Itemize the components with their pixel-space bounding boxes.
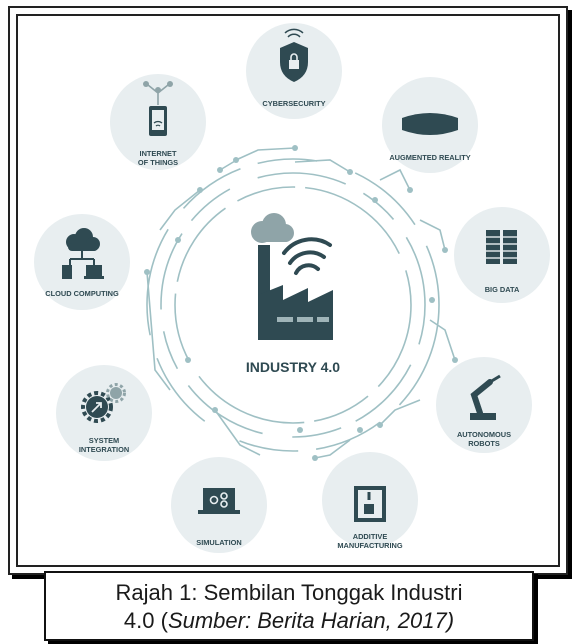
- pillar-label-autonomous-robots-2: ROBOTS: [468, 439, 500, 448]
- smartphone-iot-icon: [143, 81, 173, 136]
- caption-line-2: 4.0 (Sumber: Berita Harian, 2017): [46, 607, 532, 635]
- shield-icon: [280, 28, 308, 82]
- caption-source: Sumber: Berita Harian, 2017): [167, 608, 455, 633]
- factory-icon: [251, 213, 333, 340]
- pillar-label-augmented-reality: AUGMENTED REALITY: [389, 153, 470, 162]
- pillar-label-additive-1: ADDITIVE: [353, 532, 388, 541]
- smoke-cloud-icon: [251, 213, 294, 243]
- server-rack-icon: [486, 230, 517, 264]
- center-label: INDUSTRY 4.0: [246, 359, 340, 375]
- pillar-label-iot-1: INTERNET: [140, 149, 177, 158]
- pillar-label-autonomous-robots-1: AUTONOMOUS: [457, 430, 511, 439]
- vr-headset-icon: [402, 113, 458, 135]
- pillar-label-big-data: BIG DATA: [485, 285, 520, 294]
- figure-caption: Rajah 1: Sembilan Tonggak Industri 4.0 (…: [44, 571, 534, 641]
- circuit-dots: [144, 145, 458, 461]
- 3d-printer-icon: [354, 486, 386, 522]
- pillar-label-system-integration-1: SYSTEM: [89, 436, 119, 445]
- industry-diagram: INDUSTRY 4.0 CYBERSECURITY AUGMENTED REA…: [34, 23, 550, 553]
- server-rack-lines: [486, 236, 517, 259]
- circuit-rings: [146, 147, 456, 459]
- pillar-label-cybersecurity: CYBERSECURITY: [262, 99, 325, 108]
- robot-arm-icon: [470, 374, 501, 420]
- figure-inner-border: [16, 14, 560, 567]
- caption-line-1: Rajah 1: Sembilan Tonggak Industri: [115, 580, 463, 605]
- laptop-gears-icon: [198, 488, 240, 514]
- wifi-icon: [282, 237, 332, 275]
- pillar-label-additive-2: MANUFACTURING: [337, 541, 403, 550]
- pillar-label-iot-2: OF THINGS: [138, 158, 178, 167]
- caption-prefix: 4.0 (: [123, 608, 168, 633]
- pillar-label-cloud-computing: CLOUD COMPUTING: [45, 289, 119, 298]
- gears-icon: [81, 383, 126, 423]
- pillar-label-system-integration-2: INTEGRATION: [79, 445, 129, 454]
- cloud-network-icon: [62, 228, 104, 279]
- pillar-label-simulation: SIMULATION: [196, 538, 241, 547]
